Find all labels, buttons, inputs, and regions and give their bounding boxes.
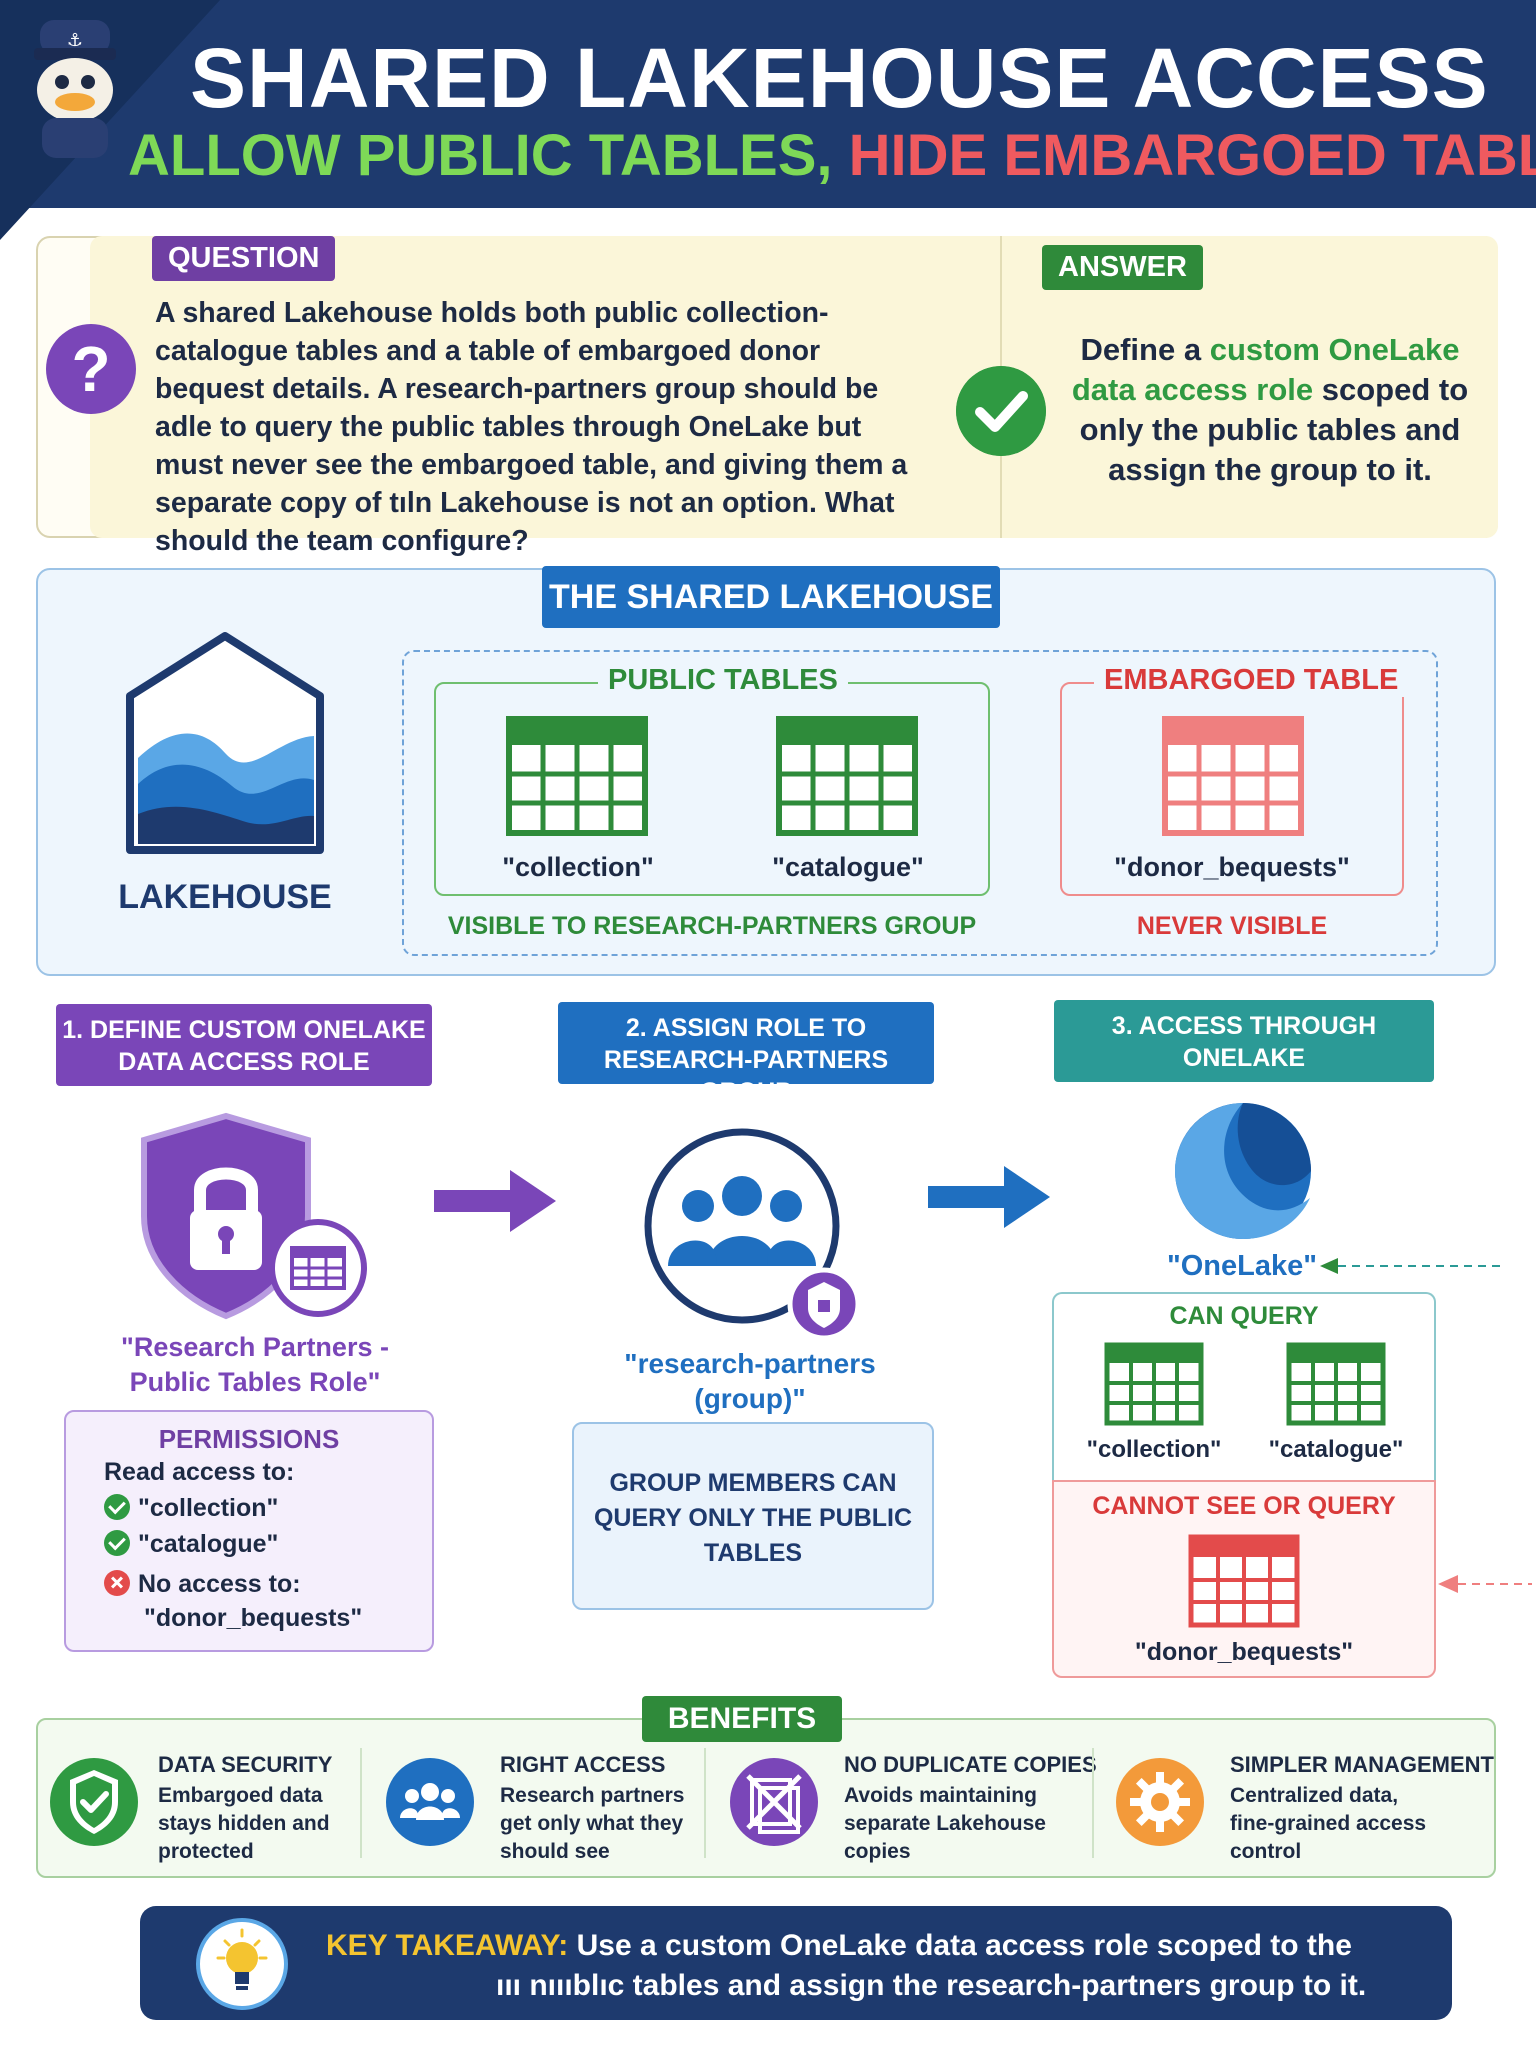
collection-table-icon xyxy=(506,716,648,836)
header-banner xyxy=(0,0,1536,208)
key-takeaway-text: KEY TAKEAWAY: Use a custom OneLake data … xyxy=(326,1929,1367,2002)
answer-label: ANSWER xyxy=(1042,245,1203,290)
arrow-right-icon xyxy=(928,1166,1050,1228)
catalogue-table-icon xyxy=(776,716,918,836)
question-text: A shared Lakehouse holds both public col… xyxy=(155,297,908,557)
lightbulb-icon xyxy=(196,1918,288,2010)
key-takeaway-banner xyxy=(140,1906,1452,2020)
read-access-label: Read access to: xyxy=(104,1458,295,1486)
dashed-arrow-icon xyxy=(1320,1258,1506,1274)
page-subtitle: ALLOW PUBLIC TABLES, HIDE EMBARGOED TABL… xyxy=(128,122,1536,189)
public-tables-title: PUBLIC TABLES xyxy=(598,664,848,697)
benefit-divider xyxy=(1092,1748,1094,1858)
checkmark-icon xyxy=(956,366,1046,456)
role-name: "Research Partners - Public Tables Role" xyxy=(121,1332,389,1397)
benefit-text-security: Embargoed data stays hidden and protecte… xyxy=(158,1784,330,1863)
no-access-label: No access to: xyxy=(104,1570,301,1599)
group-icon xyxy=(644,1128,861,1341)
benefit-text-management: Centralized data, fine-grained access co… xyxy=(1230,1784,1427,1863)
collection-query-label: "collection" xyxy=(1086,1436,1222,1463)
group-note: GROUP MEMBERS CAN QUERY ONLY THE PUBLIC … xyxy=(593,1469,913,1567)
permission-allowed-catalogue: "catalogue" xyxy=(104,1530,278,1559)
donor-bequests-table-label: "donor_bequests" xyxy=(1114,852,1350,882)
step1-heading: 1. DEFINE CUSTOM ONELAKE DATA ACCESS ROL… xyxy=(56,1004,432,1086)
answer-highlight: custom OneLake data access role xyxy=(1071,332,1460,407)
embargoed-table-title: EMBARGOED TABLE xyxy=(1094,664,1409,697)
catalogue-table-label: "catalogue" xyxy=(772,852,924,882)
benefit-title-security: DATA SECURITY xyxy=(158,1752,333,1777)
question-mark-icon: ? xyxy=(46,324,136,414)
benefit-title-management: SIMPLER MANAGEMENT xyxy=(1230,1752,1494,1777)
visible-note: VISIBLE TO RESEARCH-PARTNERS GROUP xyxy=(447,912,977,940)
question-label: QUESTION xyxy=(152,236,336,281)
page-title: SHARED LAKEHOUSE ACCESS xyxy=(190,31,1489,125)
permissions-box xyxy=(64,1410,434,1652)
never-visible-note: NEVER VISIBLE xyxy=(1136,912,1328,940)
step2-heading: 2. ASSIGN ROLE TO RESEARCH-PARTNERS GROU… xyxy=(558,1002,934,1106)
arrow-right-icon xyxy=(434,1170,556,1232)
donor-bequests-table-icon xyxy=(1162,716,1304,836)
subtitle-hide: HIDE EMBARGOED TABLE xyxy=(848,123,1536,188)
check-icon xyxy=(104,1530,130,1556)
shared-lakehouse-title: THE SHARED LAKEHOUSE xyxy=(542,566,1000,628)
step3-heading: 3. ACCESS THROUGH ONELAKE xyxy=(1054,1000,1434,1082)
onelake-icon xyxy=(1175,1103,1311,1239)
donor-bequests-query-label: "donor_bequests" xyxy=(1134,1638,1354,1666)
benefit-title-access: RIGHT ACCESS xyxy=(500,1752,666,1777)
can-query-title: CAN QUERY xyxy=(1169,1302,1319,1330)
shield-lock-icon xyxy=(141,1112,367,1320)
shield-check-icon xyxy=(50,1758,138,1846)
question-box xyxy=(90,236,1010,538)
catalogue-table-icon xyxy=(1286,1342,1386,1426)
benefit-text-access: Research partners get only what they sho… xyxy=(500,1784,685,1863)
permission-allowed-collection: "collection" xyxy=(104,1494,278,1523)
tables-container xyxy=(402,650,1438,956)
collection-table-label: "collection" xyxy=(502,852,654,882)
benefit-title-copies: NO DUPLICATE COPIES xyxy=(844,1752,1097,1777)
benefit-divider xyxy=(704,1748,706,1858)
takeaway-label: KEY TAKEAWAY: xyxy=(326,1929,569,1962)
cross-icon xyxy=(104,1570,130,1596)
donor-bequests-table-icon xyxy=(1188,1534,1300,1628)
benefit-divider xyxy=(360,1748,362,1858)
duck-mascot-icon: ⚓ xyxy=(34,20,116,158)
no-copy-icon xyxy=(730,1758,818,1846)
onelake-label: "OneLake" xyxy=(1167,1250,1317,1282)
dashed-arrow-icon xyxy=(1438,1575,1532,1593)
benefits-title: BENEFITS xyxy=(642,1696,842,1742)
group-name: "research-partners (group)" xyxy=(624,1348,876,1414)
benefit-text-copies: Avoids maintaining separate Lakehouse co… xyxy=(844,1784,1046,1863)
gear-icon xyxy=(1116,1758,1204,1846)
collection-table-icon xyxy=(1104,1342,1204,1426)
check-icon xyxy=(104,1494,130,1520)
lakehouse-label: LAKEHOUSE xyxy=(118,878,332,916)
permissions-title: PERMISSIONS xyxy=(158,1424,340,1454)
cannot-query-title: CANNOT SEE OR QUERY xyxy=(1092,1492,1396,1520)
people-icon xyxy=(386,1758,474,1846)
subtitle-allow: ALLOW PUBLIC TABLES, xyxy=(128,123,833,188)
catalogue-query-label: "catalogue" xyxy=(1268,1436,1404,1463)
permission-denied-donor-bequests: "donor_bequests" xyxy=(144,1604,363,1632)
mascot-corner: ⚓ xyxy=(0,0,220,240)
group-note-box xyxy=(572,1422,934,1610)
svg-text:⚓: ⚓ xyxy=(67,30,83,51)
lakehouse-icon xyxy=(126,632,324,854)
answer-text: Define a custom OneLake data access role… xyxy=(1071,332,1469,487)
